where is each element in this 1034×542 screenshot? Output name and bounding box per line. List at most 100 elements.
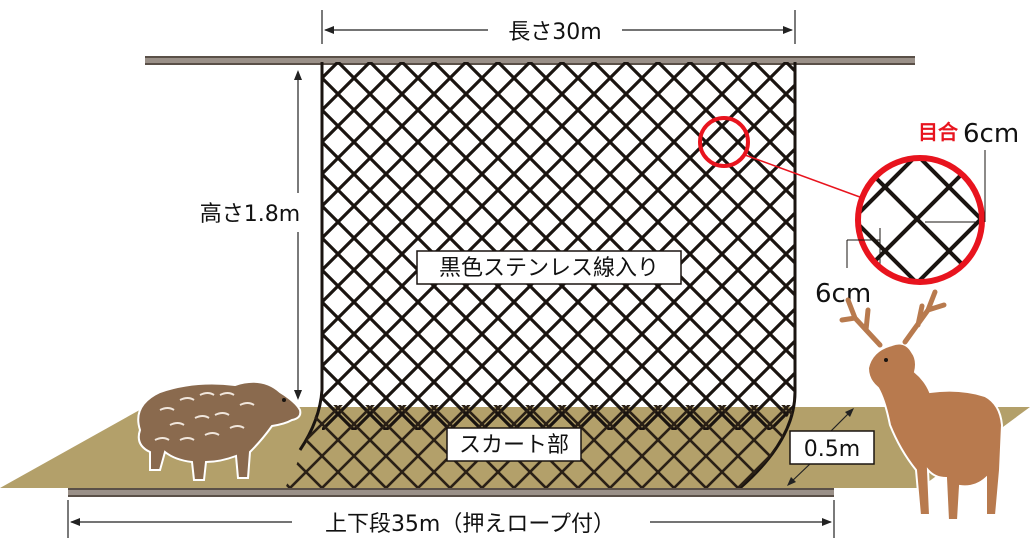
net-mesh-strand <box>672 62 795 430</box>
net-mesh-strand <box>322 62 660 430</box>
net-mesh-strand <box>0 62 274 430</box>
net-mesh-strand <box>560 62 795 430</box>
net-mesh-strand <box>322 62 676 430</box>
net-mesh-strand <box>0 62 210 430</box>
net-mesh-strand <box>384 62 756 430</box>
zoom-mesh-strand <box>977 158 982 282</box>
net-mesh-strand <box>656 62 795 430</box>
net-mesh-strand <box>322 62 628 430</box>
net-mesh-strand <box>480 62 795 430</box>
net-mesh-strand <box>322 62 612 430</box>
bottom-rope <box>68 488 834 497</box>
net-mesh-strand <box>0 62 242 430</box>
skirt-label-box <box>446 427 582 462</box>
net-mesh-strand <box>0 62 146 430</box>
skirt-width-dimension <box>787 408 854 486</box>
net-mesh-strand <box>448 62 795 430</box>
net-mesh-strand <box>624 62 795 430</box>
net-mesh-strand <box>368 62 740 430</box>
zoom-mesh-strand <box>858 158 919 282</box>
skirt-mesh-strand <box>383 392 483 488</box>
mesh-vertical-label: 6cm <box>815 279 871 309</box>
net-mesh-strand <box>322 62 468 430</box>
net-mesh-strand <box>978 62 1034 430</box>
net-mesh-strand <box>512 62 795 430</box>
net-mesh-strand <box>322 62 436 430</box>
mesh-highlight-circle <box>698 116 750 168</box>
height-dimension <box>294 70 302 400</box>
mesh-horizontal-label: 6cm <box>963 119 1019 149</box>
net-mesh-strand <box>720 62 795 430</box>
mesh-title: 目合 <box>918 120 959 144</box>
bottom-length-dimension <box>67 500 835 538</box>
net-mesh-strand <box>704 62 795 430</box>
net-mesh-strand <box>1010 62 1034 430</box>
net-mesh-strand <box>0 62 18 430</box>
zoom-mesh-strand <box>915 158 982 282</box>
net-mesh-strand <box>322 62 372 430</box>
net-mesh-strand <box>322 62 388 430</box>
net-mesh-strand <box>0 62 306 430</box>
zoom-mesh-strand <box>979 158 982 282</box>
net-mesh-strand <box>0 62 50 430</box>
skirt-mesh-strand <box>285 392 357 488</box>
net-mesh-strand <box>0 62 114 430</box>
skirt-mesh-strand <box>607 392 707 488</box>
height-label: 高さ1.8m <box>200 202 300 227</box>
net-mesh-strand <box>322 62 596 430</box>
mesh-zoom <box>846 150 986 285</box>
net-mesh-strand <box>322 62 324 430</box>
net-mesh-strand <box>432 62 795 430</box>
net-mesh-strand <box>576 62 795 430</box>
net-mesh-strand <box>322 62 404 430</box>
skirt-mesh-strand <box>639 392 739 488</box>
mesh-connector-line <box>744 154 869 201</box>
skirt-mesh-strand <box>671 392 771 488</box>
bottom-length-label: 上下段35m（押えロープ付） <box>325 512 615 537</box>
net-mesh-strand <box>322 62 580 430</box>
net-mesh-strand <box>322 62 564 430</box>
net-mesh-strand <box>322 62 356 430</box>
net-mesh-strand <box>352 62 724 430</box>
skirt-mesh-strand <box>285 392 325 488</box>
net-mesh-strand <box>322 62 548 430</box>
net-mesh-strand <box>688 62 795 430</box>
net-mesh-strand <box>322 62 484 430</box>
length-label: 長さ30m <box>508 20 601 45</box>
top-rope <box>145 56 915 65</box>
net-mesh-strand <box>322 62 532 430</box>
net-mesh-strand <box>400 62 772 430</box>
skirt-mesh-strand <box>319 392 419 488</box>
net-left-edge <box>298 62 324 451</box>
skirt-mesh-strand <box>703 392 795 488</box>
zoom-mesh-strand <box>858 158 921 282</box>
main-net <box>0 62 1034 430</box>
net-mesh-strand <box>416 62 788 430</box>
material-label: 黒色ステンレス線入り <box>439 256 659 281</box>
net-mesh-strand <box>322 62 340 430</box>
skirt-width-label: 0.5m <box>804 437 860 462</box>
skirt-mesh-strand <box>575 392 675 488</box>
net-mesh-strand <box>336 62 708 430</box>
skirt-mesh-strand <box>543 392 643 488</box>
net-mesh-strand <box>464 62 795 430</box>
net-mesh-strand <box>544 62 795 430</box>
net-mesh-strand <box>322 62 516 430</box>
material-label-box <box>416 250 682 285</box>
net-mesh-strand <box>322 62 692 430</box>
skirt-mesh-strand <box>287 392 387 488</box>
net-mesh-strand <box>640 62 795 430</box>
net-mesh-strand <box>592 62 795 430</box>
skirt-label: スカート部 <box>459 433 569 458</box>
net-mesh-strand <box>322 62 420 430</box>
deer-icon <box>839 289 1004 521</box>
net-mesh-strand <box>0 62 178 430</box>
skirt-width-box <box>789 430 875 465</box>
net-mesh-strand <box>528 62 795 430</box>
net-mesh-strand <box>322 62 452 430</box>
net-mesh-strand <box>496 62 795 430</box>
net-mesh-strand <box>0 62 82 430</box>
skirt-mesh-strand <box>351 392 451 488</box>
